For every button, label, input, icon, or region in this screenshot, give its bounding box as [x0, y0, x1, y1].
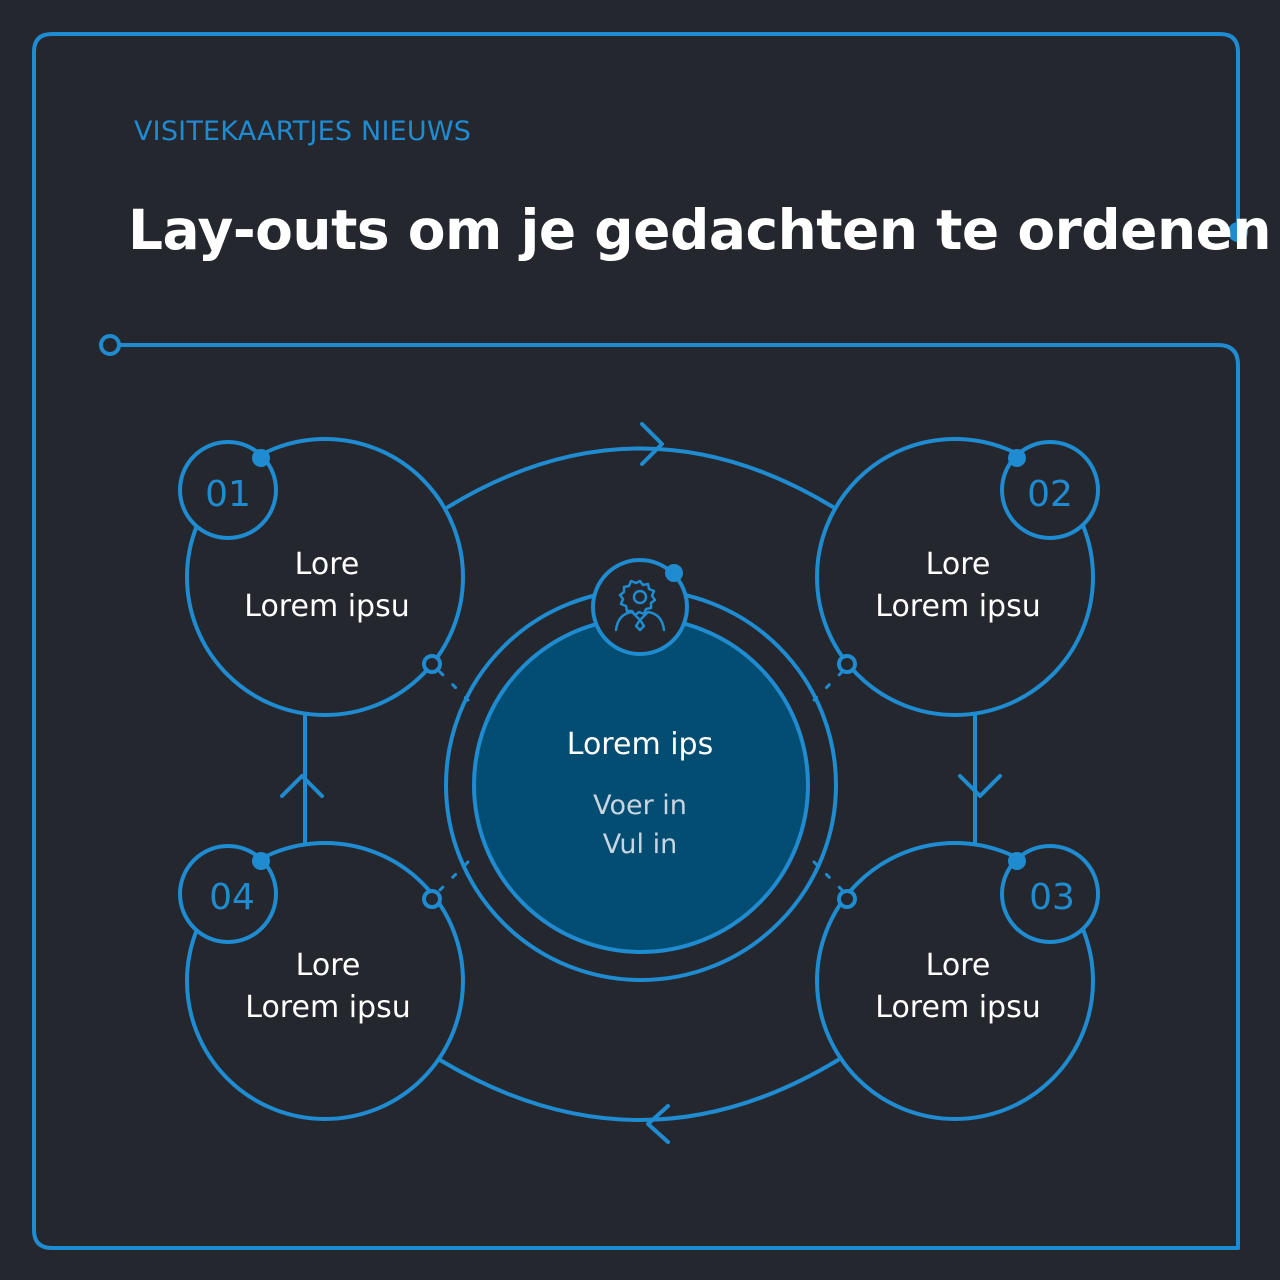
node-04-port — [422, 889, 442, 909]
node-02-port — [837, 654, 857, 674]
node-01-dot — [252, 449, 270, 467]
node-03-port — [837, 889, 857, 909]
node-04-label: Lore Lorem ipsu — [208, 945, 448, 1029]
node-01-label: Lore Lorem ipsu — [207, 544, 447, 628]
node-02-number: 02 — [1027, 474, 1073, 515]
flow-line-top — [446, 446, 835, 509]
node-01-line2: Lorem ipsu — [244, 589, 410, 624]
center-line2: Vul in — [602, 829, 678, 860]
center-line1: Voer in — [593, 790, 687, 821]
node-03-number: 03 — [1029, 877, 1075, 918]
page-title: Lay-outs om je gedachten te ordenen — [128, 198, 1272, 262]
node-04-dot — [252, 852, 270, 870]
node-04-badge — [178, 844, 278, 944]
flow-arrow-right — [958, 774, 1002, 798]
node-03-line2: Lorem ipsu — [875, 990, 1041, 1025]
inner-frame-start-dot — [99, 334, 121, 356]
connector-02 — [812, 670, 844, 702]
connector-01 — [438, 670, 470, 702]
flow-line-bottom — [438, 1058, 840, 1122]
connector-03 — [812, 860, 844, 892]
center-subtitle: Voer in Vul in — [490, 786, 790, 864]
center-title: Lorem ips — [566, 727, 714, 762]
outer-frame-line — [32, 32, 1240, 1250]
node-02-line2: Lorem ipsu — [875, 589, 1041, 624]
node-02-dot — [1008, 449, 1026, 467]
node-02-line1: Lore — [925, 547, 991, 582]
node-03-line1: Lore — [925, 948, 991, 983]
center-disc — [472, 616, 810, 954]
flow-arrow-left — [280, 774, 324, 798]
node-01-number: 01 — [205, 474, 251, 515]
node-03-dot — [1008, 852, 1026, 870]
center-ring-dot — [665, 564, 683, 582]
flow-arrow-top — [640, 422, 664, 466]
node-03-label: Lore Lorem ipsu — [838, 945, 1078, 1029]
node-03-badge — [1000, 844, 1100, 944]
person-gear-icon — [614, 579, 666, 632]
node-04-number: 04 — [209, 877, 255, 918]
node-04-line1: Lore — [295, 948, 361, 983]
node-02-badge — [1000, 440, 1100, 540]
node-01-port — [422, 654, 442, 674]
node-01-line1: Lore — [294, 547, 360, 582]
outer-frame-end-dot — [1228, 222, 1248, 242]
node-01-badge — [178, 440, 278, 540]
node-02-label: Lore Lorem ipsu — [838, 544, 1078, 628]
flow-arrow-bottom — [646, 1104, 670, 1144]
node-04-line2: Lorem ipsu — [245, 990, 411, 1025]
eyebrow-label: VISITEKAARTJES NIEUWS — [134, 116, 472, 147]
inner-frame-line — [118, 343, 1240, 1250]
connector-04 — [438, 860, 470, 892]
